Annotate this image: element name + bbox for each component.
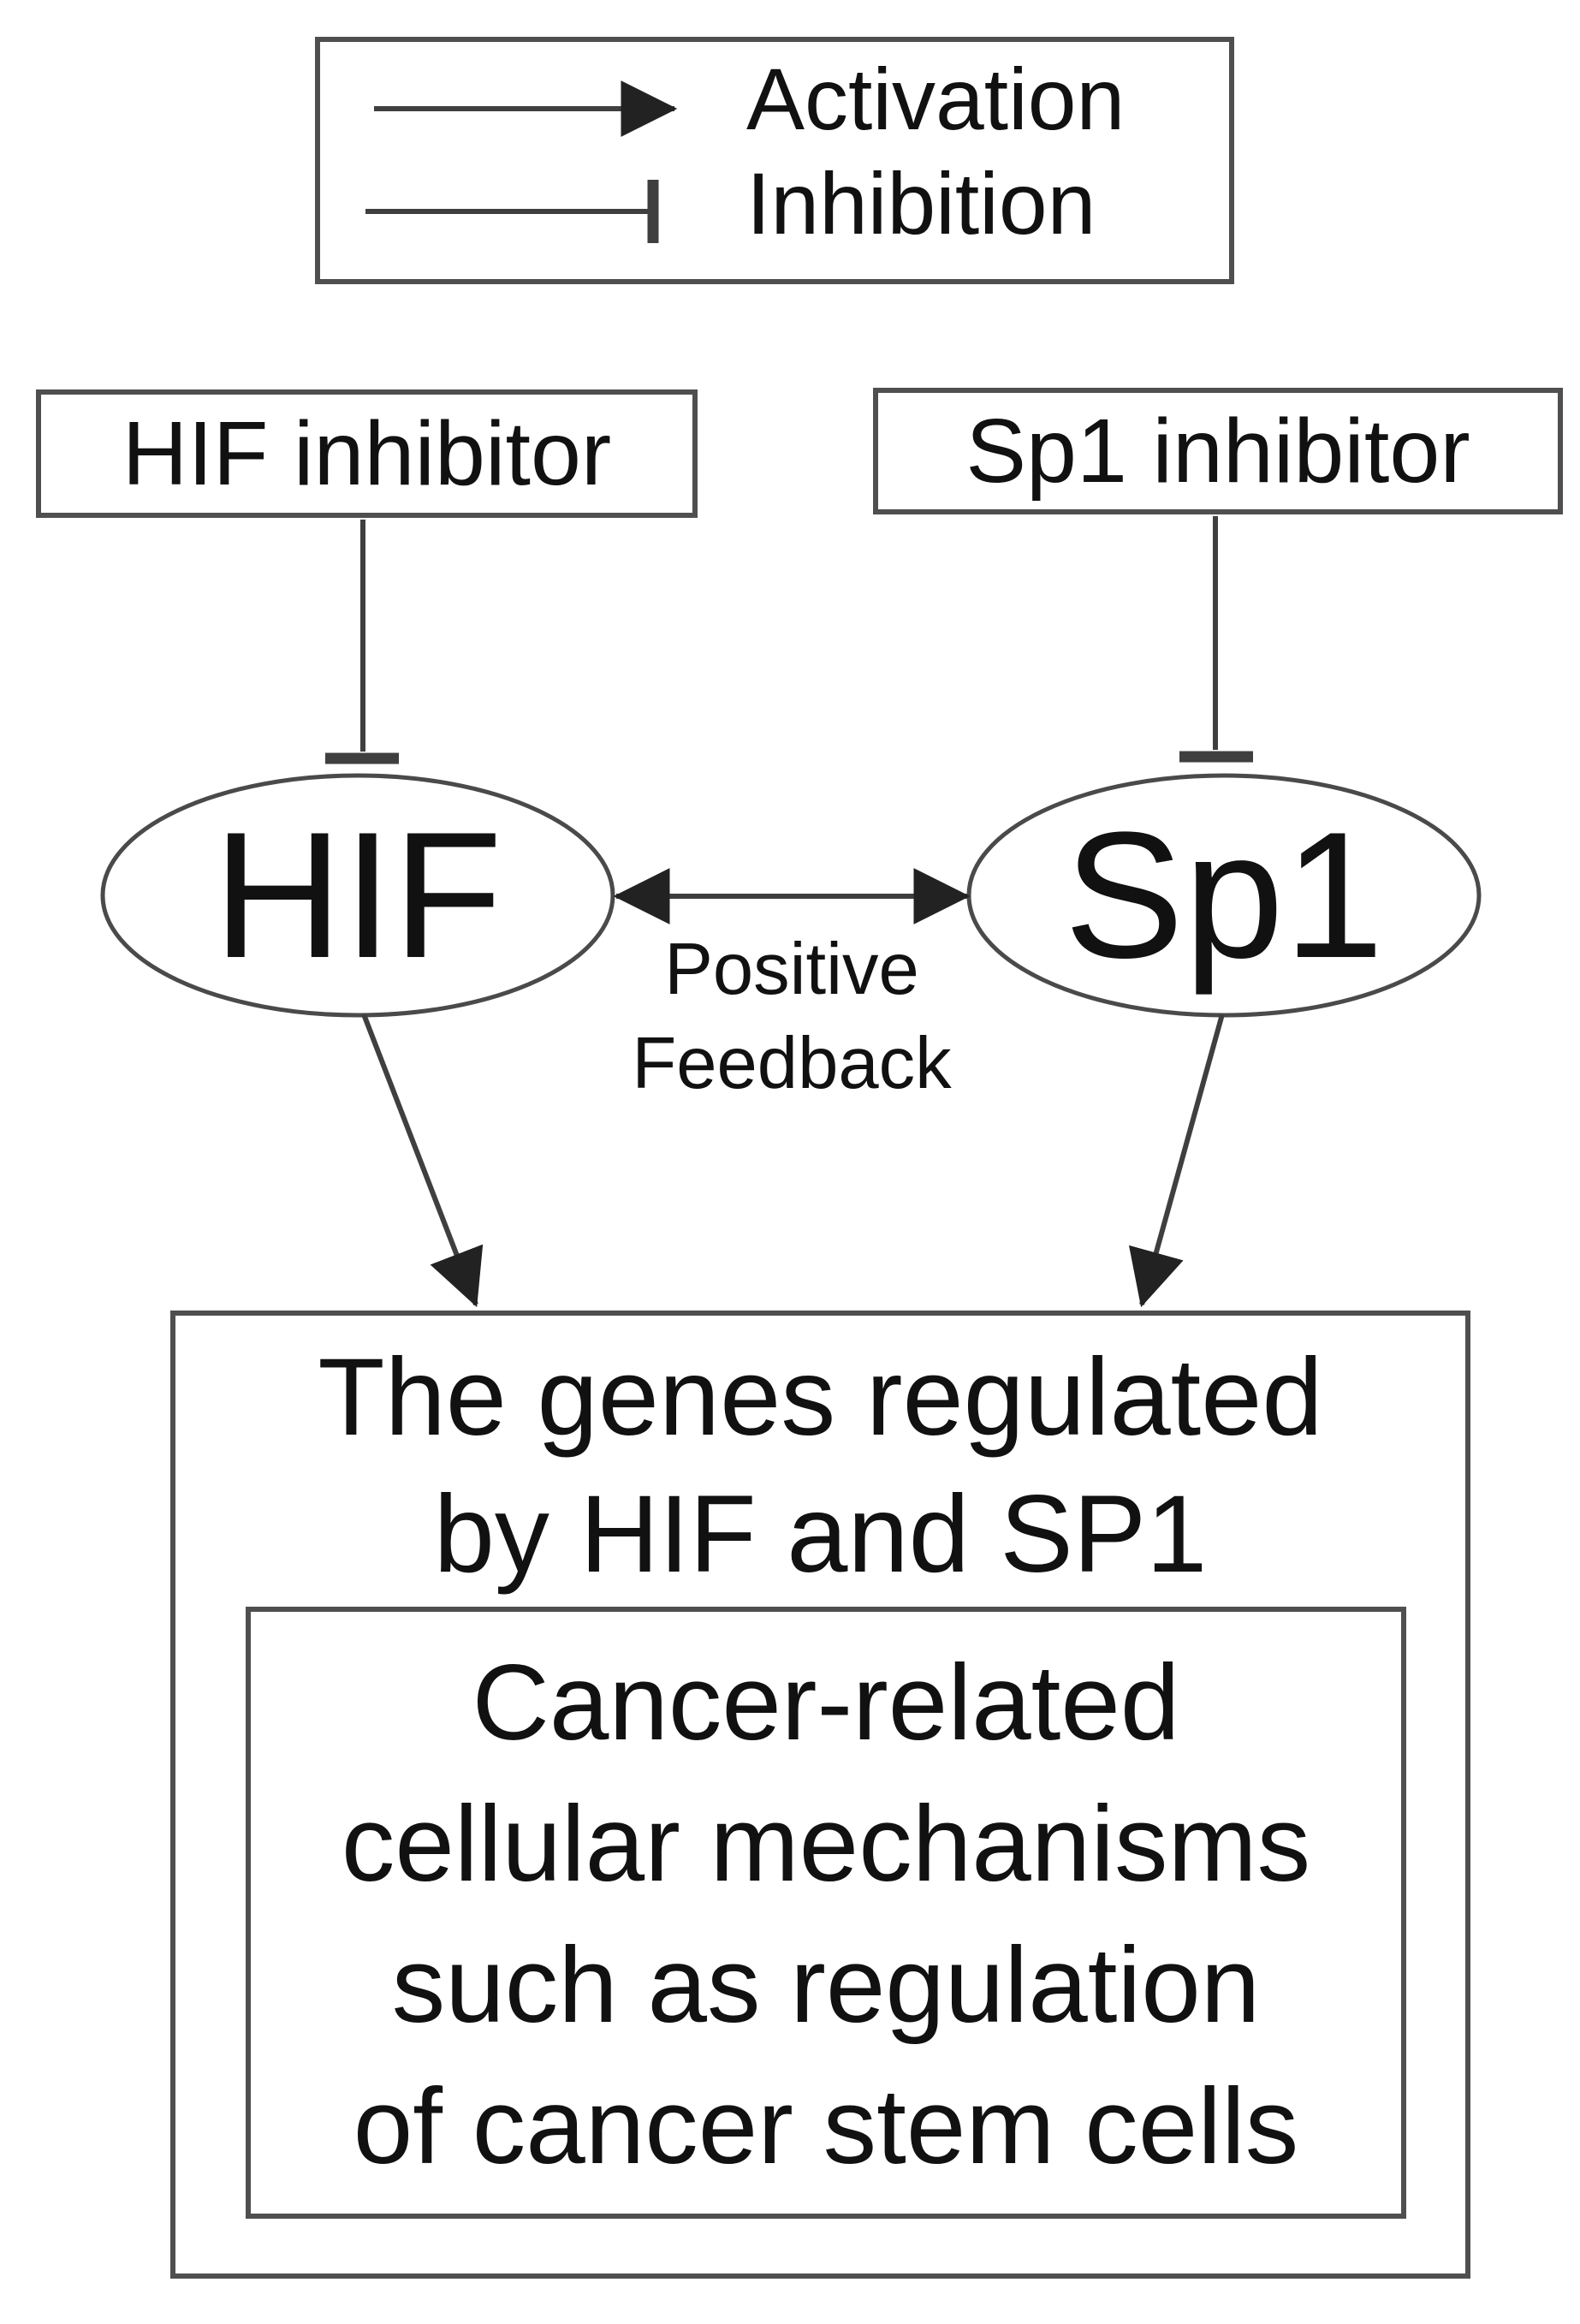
legend-inhibition-label: Inhibition xyxy=(746,155,1096,253)
hif-node-label: HIF xyxy=(212,794,503,996)
sp1-node-label: Sp1 xyxy=(1064,794,1384,996)
hif-inhibitor-node: HIF inhibitor xyxy=(36,389,698,518)
hif-activation-arrow xyxy=(361,1013,484,1308)
mechanisms-box-text: Cancer-related cellular mechanisms such … xyxy=(341,1643,1311,2186)
sp1-activation-arrow xyxy=(1128,1013,1225,1308)
genes-box: The genes regulated by HIF and SP1 Cance… xyxy=(170,1311,1470,2279)
legend-box: Activation Inhibition xyxy=(315,37,1234,284)
sp1-inhibitor-label: Sp1 inhibitor xyxy=(965,400,1470,502)
hif-inhibitor-label: HIF inhibitor xyxy=(122,402,612,504)
genes-box-title: The genes regulated by HIF and SP1 xyxy=(318,1336,1323,1596)
legend-activation-label: Activation xyxy=(746,51,1126,148)
mechanisms-box: Cancer-related cellular mechanisms such … xyxy=(246,1607,1406,2219)
sp1-inhibitor-node: Sp1 inhibitor xyxy=(873,388,1563,514)
positive-feedback-label: Positive Feedback xyxy=(632,929,952,1104)
hif-ellipse xyxy=(100,773,615,1018)
